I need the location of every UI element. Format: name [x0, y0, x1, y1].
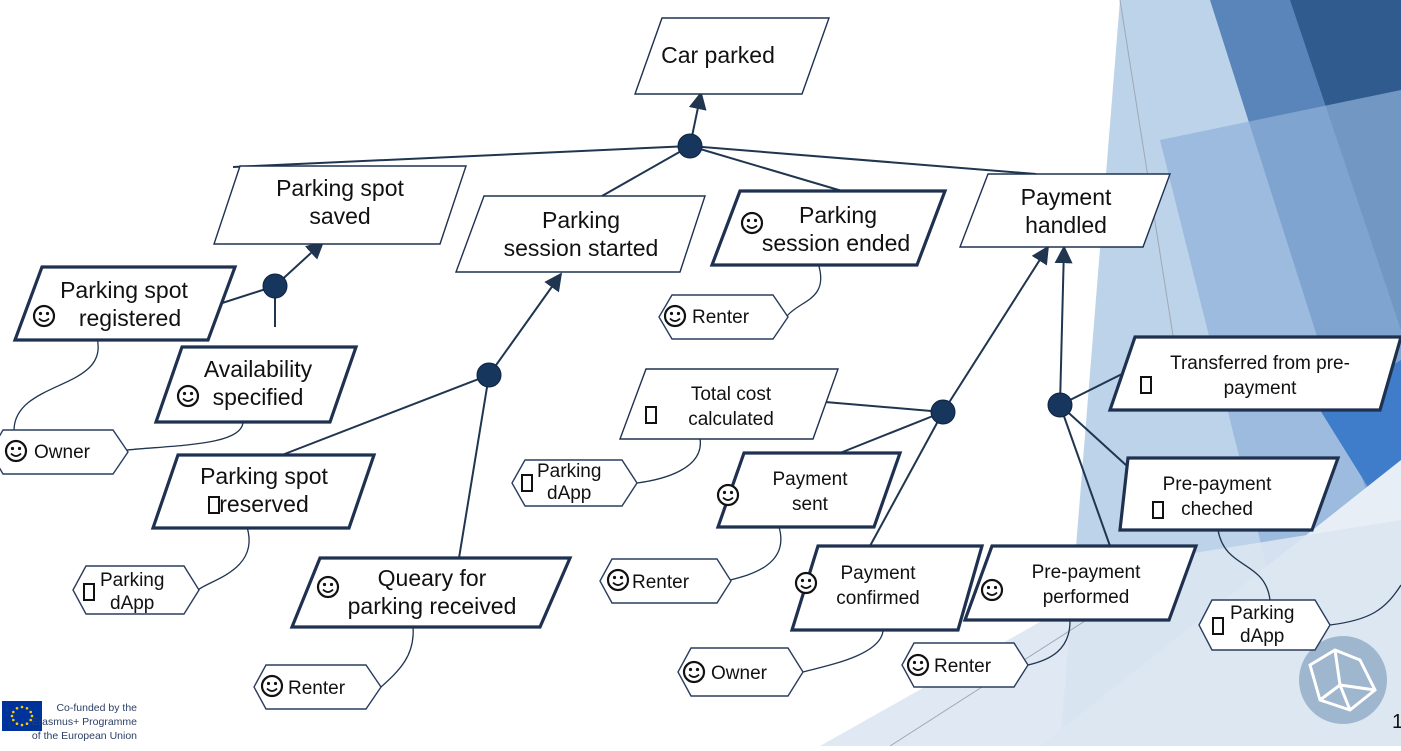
goal-transferred-from-pre-payment: Transferred from pre- payment — [1107, 335, 1401, 412]
role-renter: Renter — [658, 294, 789, 340]
smiley-icon — [663, 304, 687, 328]
smiley-icon — [316, 575, 340, 599]
role-parking-dapp: Parking dApp — [1198, 599, 1331, 651]
junction-nodes — [262, 133, 1073, 425]
smiley-icon — [4, 439, 28, 463]
svg-text:handled: handled — [1025, 212, 1107, 238]
svg-text:Renter: Renter — [934, 656, 992, 677]
role-owner: Owner — [677, 647, 804, 697]
smiley-icon — [682, 660, 706, 684]
smiley-icon — [794, 571, 818, 595]
svg-text:Parking: Parking — [542, 207, 620, 233]
goal-total-cost-calculated: Total cost calculated — [618, 368, 839, 440]
goal-queary-for-parking-received: Queary for parking received — [289, 556, 573, 629]
svg-text:saved: saved — [309, 203, 370, 229]
role-curves — [13, 262, 1401, 688]
eu-union-text: of the European Union — [32, 730, 137, 742]
svg-text:Availability: Availability — [204, 356, 313, 382]
svg-text:Owner: Owner — [711, 663, 768, 684]
svg-text:Parking: Parking — [100, 570, 164, 591]
smiley-icon — [906, 653, 930, 677]
role-parking-dapp: Parking dApp — [72, 565, 200, 615]
junction-dot — [930, 399, 956, 425]
goal-parking-spot-reserved: Parking spot reserved — [150, 453, 377, 530]
svg-text:confirmed: confirmed — [836, 588, 919, 609]
svg-text:dApp: dApp — [110, 593, 154, 614]
eu-cofunded-text: Co-funded by the — [56, 702, 137, 714]
goal-pre-payment-cheched: Pre-payment cheched — [1118, 456, 1341, 532]
svg-text:cheched: cheched — [1181, 499, 1253, 520]
svg-text:Parking: Parking — [537, 461, 601, 482]
goal-pre-payment-performed: Pre-payment performed — [962, 544, 1199, 622]
goal-parking-spot-registered: Parking spot registered — [12, 265, 238, 342]
junction-dot — [1047, 392, 1073, 418]
smiley-icon — [740, 211, 764, 235]
smiley-icon — [716, 483, 740, 507]
svg-text:Payment: Payment — [1021, 184, 1112, 210]
goal-availability-specified: Availability specified — [153, 345, 359, 424]
svg-text:performed: performed — [1043, 587, 1130, 608]
svg-text:dApp: dApp — [1240, 626, 1284, 647]
svg-text:Owner: Owner — [34, 442, 91, 463]
svg-text:session started: session started — [504, 235, 659, 261]
svg-text:Pre-payment: Pre-payment — [1163, 474, 1272, 495]
svg-text:Payment: Payment — [841, 563, 917, 584]
role-renter: Renter — [901, 642, 1029, 688]
eu-flag-logo — [2, 701, 42, 731]
svg-text:Parking: Parking — [799, 202, 877, 228]
smiley-icon — [32, 304, 56, 328]
goal-parking-session-started: Parking session started — [454, 195, 706, 273]
svg-text:dApp: dApp — [547, 483, 591, 504]
goal-parking-session-ended: Parking session ended — [709, 189, 948, 267]
goal-parking-spot-saved: Parking spot saved — [213, 165, 467, 245]
smiley-icon — [606, 568, 630, 592]
goal-payment-handled: Payment handled — [958, 173, 1172, 248]
svg-text:sent: sent — [792, 494, 829, 515]
svg-text:Renter: Renter — [288, 678, 346, 699]
svg-text:Renter: Renter — [692, 307, 750, 328]
eu-programme-text: Erasmus+ Programme — [32, 716, 137, 728]
svg-text:specified: specified — [213, 384, 304, 410]
svg-text:Payment: Payment — [773, 469, 849, 490]
svg-text:Transferred from pre-: Transferred from pre- — [1170, 353, 1350, 374]
junction-dot — [476, 362, 502, 388]
role-parking-dapp: Parking dApp — [511, 459, 638, 507]
goal-payment-sent: Payment sent — [715, 451, 903, 529]
svg-text:parking received: parking received — [348, 593, 517, 619]
goal-payment-confirmed: Payment confirmed — [789, 544, 985, 632]
junction-dot — [262, 273, 288, 299]
svg-text:payment: payment — [1224, 378, 1298, 399]
svg-text:reserved: reserved — [219, 491, 308, 517]
role-renter: Renter — [599, 558, 732, 604]
role-renter: Renter — [253, 664, 382, 710]
svg-text:registered: registered — [79, 305, 181, 331]
goal-label: Car parked — [661, 42, 775, 68]
smiley-icon — [980, 578, 1004, 602]
svg-text:Parking spot: Parking spot — [276, 175, 404, 201]
svg-text:Parking spot: Parking spot — [200, 463, 328, 489]
role-owner: Owner — [0, 429, 129, 475]
svg-text:calculated: calculated — [688, 409, 774, 430]
smiley-icon — [260, 674, 284, 698]
page-number: 1 — [1392, 711, 1401, 733]
junction-dot — [677, 133, 703, 159]
smiley-icon — [176, 384, 200, 408]
svg-text:Queary for: Queary for — [378, 565, 487, 591]
goal-car-parked: Car parked — [634, 17, 830, 95]
svg-text:Parking spot: Parking spot — [60, 277, 188, 303]
svg-text:Pre-payment: Pre-payment — [1032, 562, 1141, 583]
svg-text:Parking: Parking — [1230, 603, 1294, 624]
project-emblem-icon — [1299, 636, 1387, 724]
svg-text:Total cost: Total cost — [691, 384, 772, 405]
svg-text:session ended: session ended — [762, 230, 910, 256]
svg-text:Renter: Renter — [632, 572, 690, 593]
